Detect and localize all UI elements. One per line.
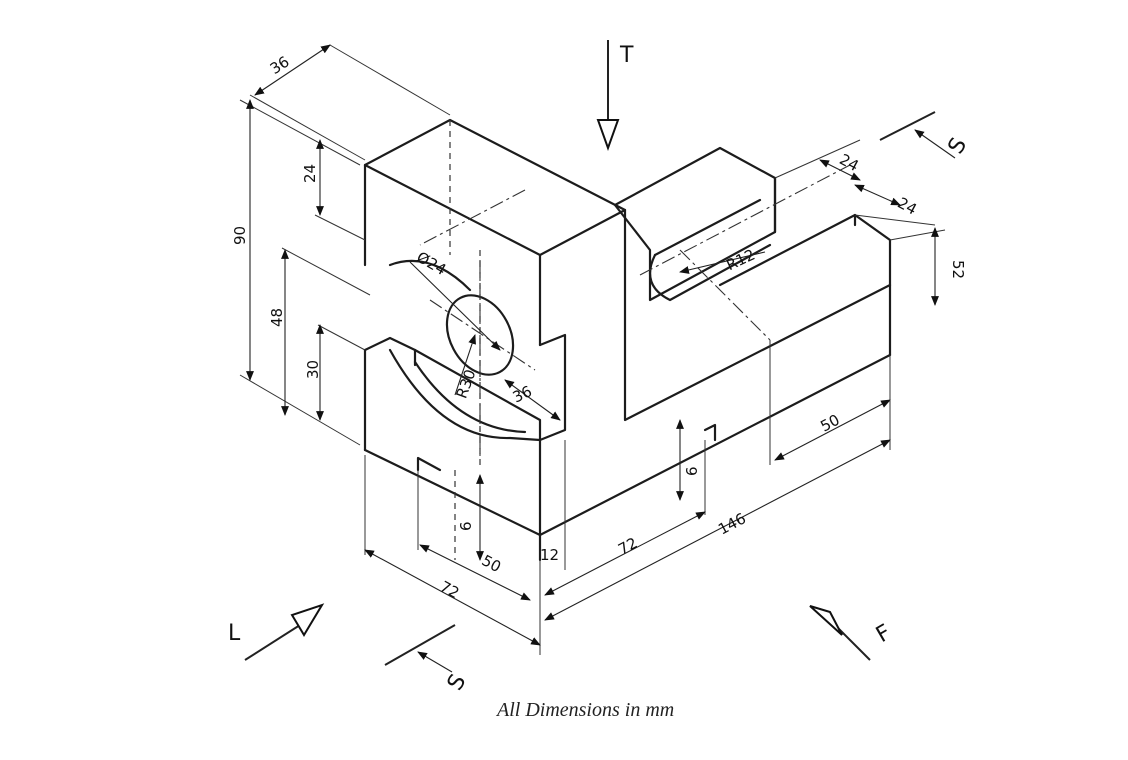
dim-upper-step: 24 (301, 164, 319, 183)
section-label-left: S (443, 670, 472, 695)
dim-front-groove-depth: 6 (457, 521, 475, 531)
section-arrow-left: S (384, 624, 472, 695)
dimension-lines (239, 44, 946, 655)
view-direction-arrow-icon (596, 119, 620, 151)
section-plane-arrow-icon (417, 651, 453, 673)
view-direction-arrow-icon (290, 603, 325, 637)
view-label-top: T (619, 43, 634, 68)
dim-base-width: 72 (437, 577, 462, 602)
dim-bore-diameter: Ø24 (414, 248, 450, 279)
dim-overall-length: 146 (715, 509, 749, 538)
dim-right-groove-depth: 6 (683, 466, 701, 476)
dim-top-depth: 36 (267, 52, 293, 77)
object-outline (363, 118, 892, 562)
view-label-left: L (228, 621, 241, 646)
dim-mid-length: 72 (615, 534, 640, 559)
dim-rib-height: 52 (949, 260, 967, 279)
view-arrow-front: F (809, 605, 895, 661)
view-direction-arrow-icon (809, 605, 843, 636)
dimensions-caption: All Dimensions in mm (495, 699, 674, 721)
dim-overall-height: 90 (231, 226, 249, 245)
section-label-right: S (944, 134, 973, 159)
dim-slot-radius: R12 (723, 246, 757, 275)
view-arrow-left: L (228, 603, 325, 661)
dim-rib-offset: 50 (817, 411, 842, 436)
dim-groove-width: 12 (540, 546, 559, 564)
section-arrow-right: S (879, 111, 973, 159)
dim-lower-block-height: 30 (304, 360, 322, 379)
construction-lines (419, 120, 851, 560)
view-arrow-top: T (596, 40, 634, 151)
view-label-front: F (872, 620, 895, 648)
dim-slot-gap-a: 24 (836, 150, 861, 175)
section-plane-arrow-icon (914, 129, 956, 159)
dimension-labels: 36 90 24 48 30 Ø24 R30 36 R12 24 24 52 5… (231, 52, 967, 602)
dim-slot-gap-b: 24 (895, 194, 920, 219)
dim-groove-offset: 50 (479, 551, 504, 576)
dim-bore-center-height: 48 (268, 308, 286, 327)
